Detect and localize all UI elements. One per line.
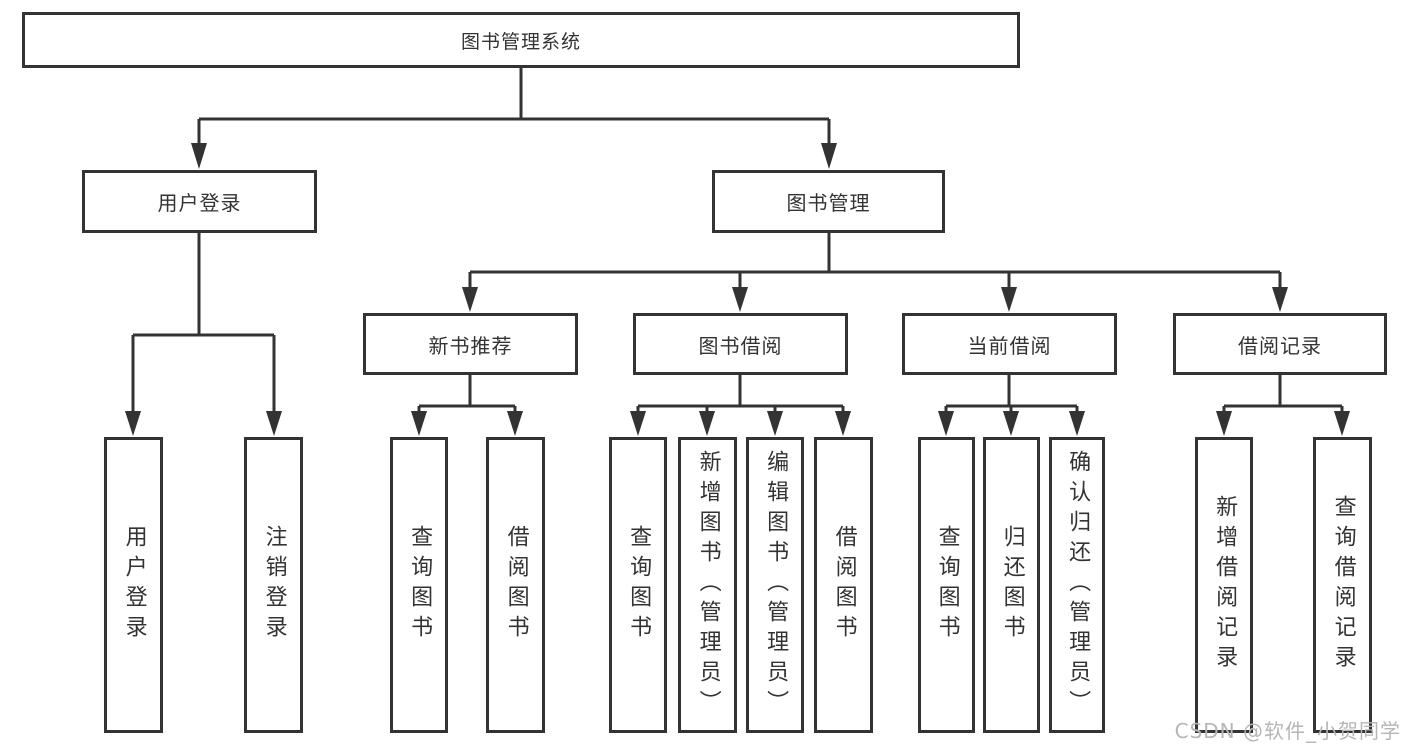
leaf-user-login: 用户登录 (104, 437, 163, 733)
arrowhead-icons (125, 143, 1350, 436)
node-borrowing-records: 借阅记录 (1173, 313, 1387, 375)
node-new-book-recommend-label: 新书推荐 (428, 333, 513, 358)
leaf-query-borrow-record: 查询借阅记录 (1313, 437, 1372, 733)
leaf-add-book-admin: 新增图书（管理员） (678, 437, 737, 733)
leaf-confirm-return-admin: 确认归还（管理员） (1049, 437, 1105, 733)
leaf-query-books-current: 查询图书 (918, 437, 975, 733)
leaf-borrow-books: 借阅图书 (814, 437, 873, 733)
node-root-label: 图书管理系统 (460, 30, 581, 53)
leaf-return-books: 归还图书 (983, 437, 1040, 733)
node-borrowing-records-label: 借阅记录 (1238, 333, 1322, 358)
node-current-borrowing: 当前借阅 (902, 313, 1117, 375)
csdn-watermark: CSDN @软件_小贺同学 (1174, 719, 1401, 743)
node-user-login-label: 用户登录 (157, 191, 242, 215)
node-user-login: 用户登录 (82, 170, 317, 233)
leaf-query-books-recommend: 查询图书 (390, 437, 448, 733)
leaf-query-books-borrowing: 查询图书 (609, 437, 667, 733)
node-book-borrowing: 图书借阅 (633, 313, 848, 375)
leaf-edit-book-admin: 编辑图书（管理员） (746, 437, 804, 733)
node-new-book-recommend: 新书推荐 (363, 313, 578, 375)
node-book-management-label: 图书管理 (786, 191, 871, 215)
node-root: 图书管理系统 (22, 12, 1020, 68)
node-current-borrowing-label: 当前借阅 (967, 333, 1052, 358)
leaf-add-borrow-record: 新增借阅记录 (1195, 437, 1253, 733)
leaf-logout: 注销登录 (244, 437, 303, 733)
node-book-management: 图书管理 (712, 170, 945, 233)
leaf-borrow-books-recommend: 借阅图书 (486, 437, 545, 733)
node-book-borrowing-label: 图书借阅 (698, 333, 783, 358)
